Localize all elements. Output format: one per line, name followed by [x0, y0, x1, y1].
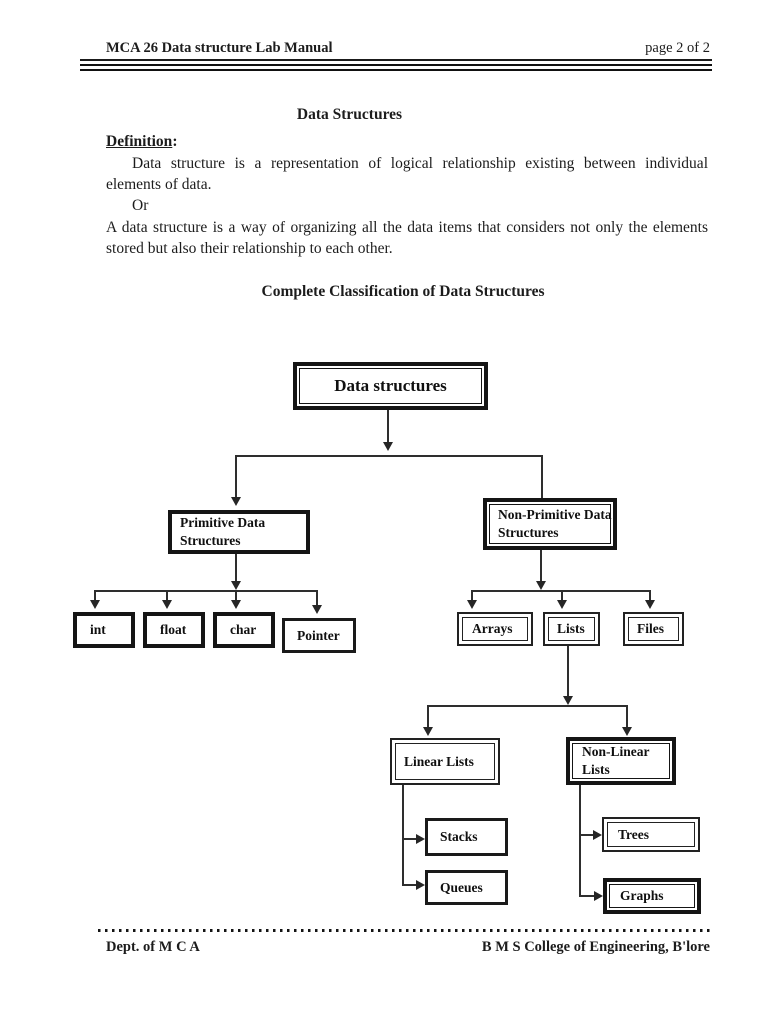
arrowhead-down-icon: [536, 581, 546, 590]
alternate-definition-paragraph: A data structure is a way of organizing …: [106, 219, 708, 257]
node-lists: Lists: [543, 612, 600, 646]
arrowhead-down-icon: [312, 605, 322, 614]
arrowhead-down-icon: [231, 600, 241, 609]
node-char: char: [213, 612, 275, 648]
node-pointer: Pointer: [282, 618, 356, 653]
arrowhead-right-icon: [594, 891, 603, 901]
page-header: MCA 26 Data structure Lab Manual page 2 …: [80, 40, 712, 71]
footer-row: Dept. of M C A B M S College of Engineer…: [98, 939, 710, 956]
footer-dotted-rule: [98, 929, 710, 932]
node-stacks: Stacks: [425, 818, 508, 856]
node-graphs: Graphs: [603, 878, 701, 914]
connector-line: [471, 592, 473, 600]
connector-line: [579, 785, 581, 897]
header-page-number: page 2 of 2: [645, 40, 710, 56]
arrowhead-down-icon: [622, 727, 632, 736]
node-files: Files: [623, 612, 684, 646]
arrowhead-down-icon: [645, 600, 655, 609]
node-primitive: Primitive Data Structures: [168, 510, 310, 554]
definition-line: Definition:: [106, 131, 708, 152]
node-int: int: [73, 612, 135, 648]
connector-line: [427, 706, 429, 727]
arrowhead-down-icon: [383, 442, 393, 451]
body-text: Data Structures Definition: Data structu…: [106, 104, 708, 302]
connector-line: [235, 592, 237, 600]
connector-line: [235, 456, 237, 497]
arrowhead-down-icon: [557, 600, 567, 609]
connector-line: [541, 456, 543, 498]
node-non-linear-lists: Non-Linear Lists: [566, 737, 676, 785]
node-linear-lists: Linear Lists: [390, 738, 500, 785]
node-trees: Trees: [602, 817, 700, 852]
connector-line: [402, 785, 404, 886]
footer-department: Dept. of M C A: [106, 939, 200, 955]
arrowhead-down-icon: [162, 600, 172, 609]
definition-label: Definition: [106, 133, 173, 150]
header-row: MCA 26 Data structure Lab Manual page 2 …: [80, 40, 712, 61]
node-float: float: [143, 612, 205, 648]
header-title: MCA 26 Data structure Lab Manual: [106, 40, 333, 56]
connector-line: [540, 550, 542, 581]
arrowhead-down-icon: [563, 696, 573, 705]
arrowhead-down-icon: [231, 497, 241, 506]
section-heading: Data Structures: [296, 106, 403, 123]
connector-line: [235, 455, 543, 457]
node-data-structures: Data structures: [293, 362, 488, 410]
connector-line: [94, 592, 96, 600]
page-footer: Dept. of M C A B M S College of Engineer…: [98, 929, 710, 956]
connector-line: [471, 590, 651, 592]
header-double-rule: [80, 64, 712, 71]
or-separator: Or: [132, 197, 149, 214]
connector-line: [235, 554, 237, 581]
node-arrays: Arrays: [457, 612, 533, 646]
connector-line: [649, 592, 651, 600]
arrowhead-down-icon: [423, 727, 433, 736]
connector-line: [94, 590, 318, 592]
connector-line: [387, 410, 389, 442]
connector-line: [626, 706, 628, 727]
connector-line: [567, 646, 569, 696]
node-non-primitive: Non-Primitive Data Structures: [483, 498, 617, 550]
arrowhead-right-icon: [416, 880, 425, 890]
arrowhead-down-icon: [467, 600, 477, 609]
arrowhead-right-icon: [416, 834, 425, 844]
footer-college: B M S College of Engineering, B'lore: [481, 939, 710, 955]
connector-line: [427, 705, 628, 707]
arrowhead-right-icon: [593, 830, 602, 840]
diagram-title: Complete Classification of Data Structur…: [261, 283, 545, 300]
node-queues: Queues: [425, 870, 508, 905]
connector-line: [561, 592, 563, 600]
connector-line: [166, 592, 168, 600]
definition-paragraph: Data structure is a representation of lo…: [106, 155, 708, 193]
connector-line: [579, 895, 595, 897]
connector-line: [402, 884, 417, 886]
arrowhead-down-icon: [90, 600, 100, 609]
arrowhead-down-icon: [231, 581, 241, 590]
connector-line: [579, 834, 594, 836]
definition-colon: :: [172, 133, 178, 150]
connector-line: [402, 838, 417, 840]
connector-line: [316, 592, 318, 605]
